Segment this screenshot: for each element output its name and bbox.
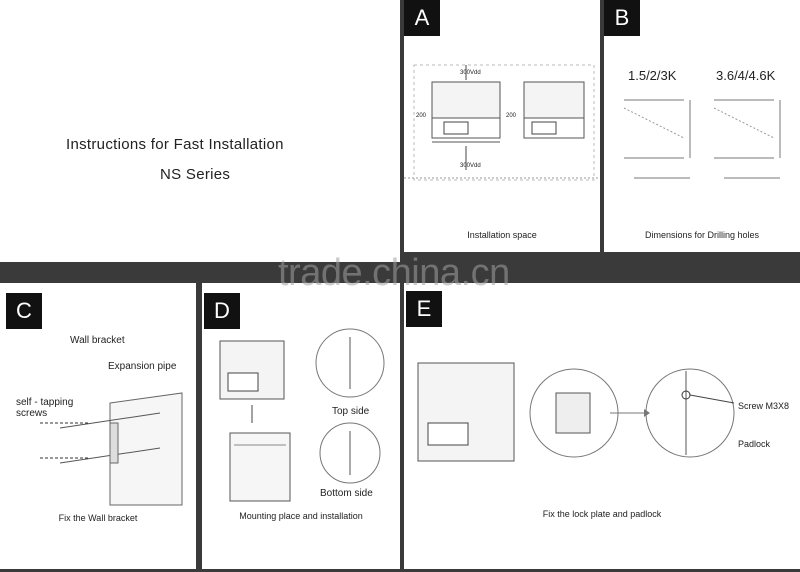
- screw-label: Screw M3X8: [738, 401, 790, 411]
- drilling-holes-diagram: [623, 99, 781, 179]
- expansion-pipe-label: Expansion pipe: [108, 361, 177, 372]
- model-right-label: 3.6/4/4.6K: [716, 68, 776, 83]
- padlock-label: Padlock: [738, 439, 771, 449]
- bottom-side-label: Bottom side: [320, 488, 373, 499]
- panel-a-badge: A: [404, 0, 440, 36]
- panel-e: E Screw M3X8 Padlock Fix the lock plate …: [404, 283, 800, 569]
- panel-b-caption: Dimensions for Drilling holes: [644, 230, 760, 240]
- lock-plate-diagram: [417, 362, 735, 462]
- clearance-left-label: 200: [416, 113, 427, 119]
- top-side-label: Top side: [332, 406, 370, 417]
- installation-space-diagram: [404, 64, 600, 181]
- clearance-bottom-label: 300Vdd: [460, 163, 481, 169]
- panel-b-badge: B: [604, 0, 640, 36]
- watermark: trade.china.cn: [278, 252, 510, 294]
- panel-a-caption: Installation space: [467, 230, 537, 240]
- panel-a: A 300Vdd 300Vdd 200 200 Installation spa…: [404, 0, 600, 252]
- panel-e-caption: Fix the lock plate and padlock: [542, 509, 662, 519]
- panel-b: B 1.5/2/3K 3.6/4/4.6K Dimensions for Dri…: [604, 0, 800, 252]
- wall-bracket-label: Wall bracket: [70, 335, 125, 346]
- panel-d-caption: Mounting place and installation: [239, 511, 363, 521]
- panel-c: C Wall bracket Expansion pipe self - tap…: [0, 283, 196, 569]
- cover-subtitle: NS Series: [160, 166, 231, 183]
- model-left-label: 1.5/2/3K: [628, 68, 677, 83]
- panel-e-badge: E: [406, 291, 442, 327]
- clearance-right-label: 200: [506, 113, 517, 119]
- clearance-top-label: 300Vdd: [460, 70, 481, 76]
- mounting-diagram: [219, 328, 385, 502]
- panel-d-badge: D: [204, 293, 240, 329]
- panel-c-caption: Fix the Wall bracket: [58, 513, 138, 523]
- wall-bracket-diagram: [40, 392, 183, 506]
- screws-label: self - tapping screws: [16, 397, 74, 419]
- cover-panel: Instructions for Fast Installation NS Se…: [0, 0, 400, 262]
- panel-c-badge: C: [6, 293, 42, 329]
- panel-d: D Top side Bottom side Mounting place an…: [202, 283, 400, 569]
- cover-title: Instructions for Fast Installation: [66, 136, 284, 153]
